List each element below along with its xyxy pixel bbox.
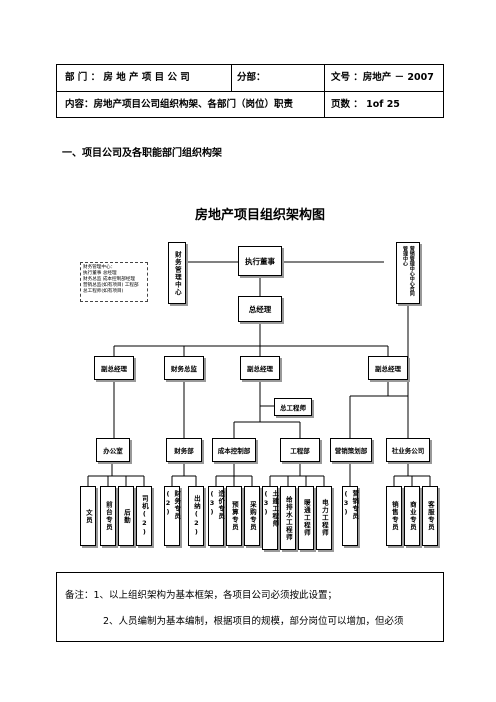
header-row-2: 内容：房地产项目公司组织构架、各部门（岗位）职责 页数 ： 1of 25 <box>57 92 443 118</box>
column-divider <box>231 65 232 91</box>
note-box: 财务管理中心： 执行董事 总经理 财务总监 成本控制部经理 营销总监(如有项目)… <box>80 262 148 302</box>
deputy-gm-box-2: 副总经理 <box>240 356 280 380</box>
staff-box: 财务专员(2) <box>164 486 181 546</box>
finance-dept-box: 财务部 <box>166 438 202 462</box>
finance-director-box: 财务总监 <box>164 356 204 380</box>
note-line: 财务管理中心： <box>83 265 116 270</box>
staff-box: 土建工程师(3) <box>262 486 279 550</box>
marketing-dept-box: 营销策划部 <box>330 438 372 462</box>
staff-box: 暖通工程师 <box>298 486 314 550</box>
document-number-cell: 文号 ：房地产 － 2007 <box>331 72 434 83</box>
cost-control-dept-box: 成本控制部 <box>212 438 256 462</box>
staff-box: 给排水工程师 <box>280 486 296 550</box>
department-cell: 部 门 ： 房 地 产 项 目 公 司 <box>65 72 190 83</box>
note-line-2: 2、人员编制为基本编制，根据项目的规模，部分岗位可以增加，但必须 <box>103 616 404 627</box>
note-line: 财务总监 成本控制部经理 <box>83 276 135 282</box>
deputy-gm-box-1: 副总经理 <box>94 356 134 380</box>
staff-box: 电力工程师 <box>316 486 332 550</box>
column-divider <box>324 92 325 118</box>
executive-director-box: 执行董事 <box>238 246 282 276</box>
staff-box: 造价专员(3) <box>208 486 225 546</box>
staff-box: 预算专员 <box>226 486 242 546</box>
org-chart: 房地产项目组织架构图 财务管理中心： 执行董事 总经理 财务总监 成本控制部经理… <box>74 196 446 554</box>
page-count-cell: 页数 ： 1of 25 <box>331 99 400 110</box>
general-manager-box: 总经理 <box>238 296 282 322</box>
office-dept-box: 办公室 <box>96 438 130 462</box>
staff-box: 后勤 <box>118 486 134 546</box>
content-cell: 内容：房地产项目公司组织构架、各部门（岗位）职责 <box>65 99 294 110</box>
staff-box: 文员 <box>80 486 96 546</box>
staff-box: 销售专员 <box>386 486 402 546</box>
staff-box: 出纳(2) <box>188 486 204 546</box>
note-line: 执行董事 总经理 <box>83 270 117 276</box>
sub-department-cell: 分部： <box>237 72 266 83</box>
marketing-management-center-box: 营销管理中心中心合同管理中心 <box>396 242 420 304</box>
note-line: 总工程师(如有项目) <box>83 288 124 294</box>
staff-box: 客服专员 <box>422 486 438 546</box>
org-chart-connectors <box>87 261 431 486</box>
staff-box: 司机(2) <box>136 486 152 546</box>
staff-box: 采购专员 <box>244 486 260 546</box>
header-table: 部 门 ： 房 地 产 项 目 公 司 分部： 文号 ：房地产 － 2007 内… <box>56 64 444 118</box>
finance-management-center-box: 财务管理中心 <box>168 242 186 304</box>
note-line-1: 备注：1、以上组织架构为基本框架，各项目公司必须按此设置； <box>65 590 338 601</box>
chief-engineer-box: 总工程师 <box>274 398 312 416</box>
notes-box: 备注：1、以上组织架构为基本框架，各项目公司必须按此设置； 2、人员编制为基本编… <box>56 572 444 642</box>
staff-box: 前台专员 <box>100 486 116 546</box>
deputy-gm-box-3: 副总经理 <box>368 356 408 380</box>
section-title: 一、项目公司及各职能部门组织构架 <box>62 148 222 159</box>
note-line: 营销总监(如有项目) 工程部 <box>83 282 139 288</box>
engineering-dept-box: 工程部 <box>280 438 320 462</box>
chart-title: 房地产项目组织架构图 <box>194 208 325 223</box>
column-divider <box>324 65 325 91</box>
staff-box: 营销专员(3) <box>342 486 359 546</box>
property-company-box: 社业务公司 <box>386 438 430 462</box>
staff-box: 商业专员 <box>404 486 420 546</box>
header-row-1: 部 门 ： 房 地 产 项 目 公 司 分部： 文号 ：房地产 － 2007 <box>57 65 443 92</box>
